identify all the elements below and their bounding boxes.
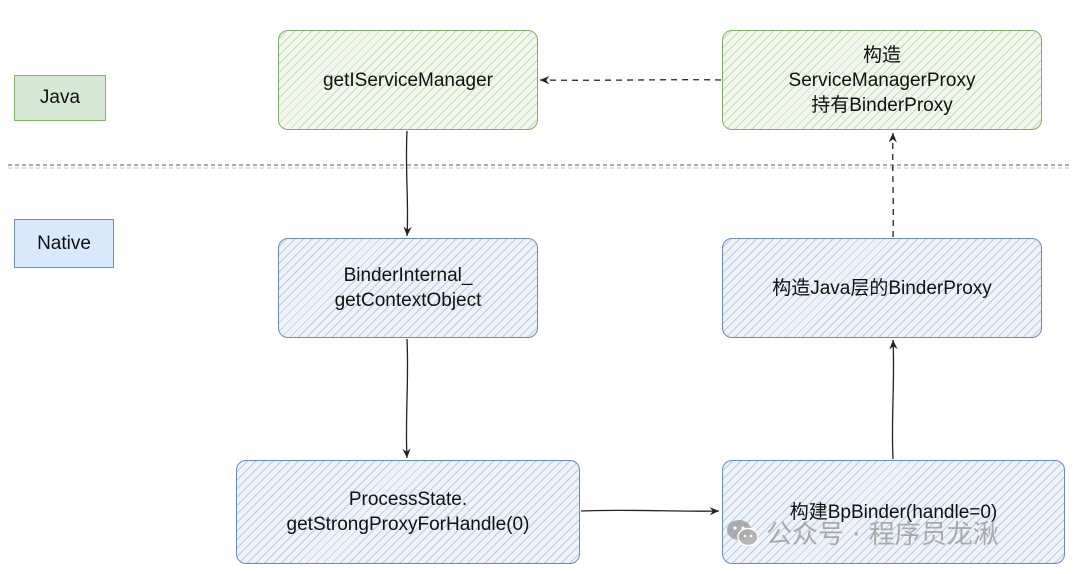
node-binderinternal-text: BinderInternal_ getContextObject <box>334 265 482 311</box>
node-getiservicemanager-text: getIServiceManager <box>322 69 494 91</box>
native-lane-label: Native <box>14 219 114 268</box>
node-bpbinder-text: 构建BpBinder(handle=0) <box>789 501 998 523</box>
edge-bpbinder-to-javabinderproxy <box>889 339 898 460</box>
node-servicemanagerproxy-text: 构造 ServiceManagerProxy 持有BinderProxy <box>788 44 976 116</box>
java-lane-label: Java <box>14 75 106 121</box>
node-bpbinder: 构建BpBinder(handle=0) <box>722 460 1065 564</box>
node-processstate-text: ProcessState. getStrongProxyForHandle(0) <box>286 489 530 535</box>
node-servicemanagerproxy: 构造 ServiceManagerProxy 持有BinderProxy <box>722 30 1042 130</box>
edge-getiservicemanager-to-binderinternal <box>403 130 412 237</box>
node-getiservicemanager: getIServiceManager <box>278 30 538 130</box>
java-lane-label-text: Java <box>39 87 81 108</box>
edge-processstate-to-bpbinder <box>580 507 720 516</box>
node-processstate: ProcessState. getStrongProxyForHandle(0) <box>236 460 580 564</box>
edge-servicemanagerproxy-to-getiservicemanager <box>539 75 722 85</box>
native-lane-label-text: Native <box>37 232 91 254</box>
edge-javabinderproxy-to-servicemanagerproxy <box>888 132 897 238</box>
edge-binderinternal-to-processstate <box>402 338 411 459</box>
node-java-binderproxy: 构造Java层的BinderProxy <box>722 238 1042 338</box>
node-java-binderproxy-text: 构造Java层的BinderProxy <box>772 277 992 299</box>
node-binderinternal: BinderInternal_ getContextObject <box>278 238 538 338</box>
